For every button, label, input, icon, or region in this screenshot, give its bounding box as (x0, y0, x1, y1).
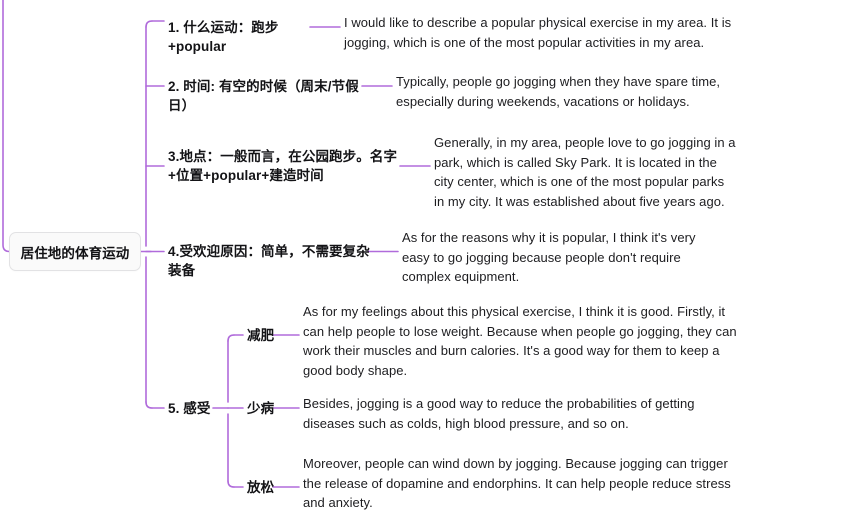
branch-4-detail[interactable]: As for the reasons why it is popular, I … (402, 230, 696, 284)
branch-5-topic[interactable]: 5. 感受 (168, 401, 211, 416)
branch-2-topic[interactable]: 2. 时间: 有空的时候（周末/节假日） (168, 79, 359, 113)
branch-5-1-topic[interactable]: 减肥 (247, 328, 275, 343)
root-incoming-edge (2, 0, 11, 253)
branch-2-detail[interactable]: Typically, people go jogging when they h… (396, 74, 721, 109)
branch-5-2-topic[interactable]: 少病 (247, 401, 275, 416)
branch-5-3-detail[interactable]: Moreover, people can wind down by joggin… (303, 456, 731, 510)
trunk-corner-top (145, 20, 153, 28)
branch-5-2-detail[interactable]: Besides, jogging is a good way to reduce… (303, 396, 695, 431)
root-node[interactable]: 居住地的体育运动 (9, 232, 141, 271)
subtrunk-corner-top (227, 334, 235, 342)
branch-1-topic[interactable]: 1. 什么运动：跑步+popular (168, 20, 279, 54)
branch-5-3-topic[interactable]: 放松 (247, 480, 275, 495)
branch-1-detail[interactable]: I would like to describe a popular physi… (344, 15, 732, 50)
trunk-corner-bottom (145, 401, 153, 409)
branch-3-topic[interactable]: 3.地点：一般而言，在公园跑步。名字+位置+popular+建造时间 (168, 149, 398, 183)
root-node-label: 居住地的体育运动 (20, 245, 130, 261)
subtrunk-corner-bottom (227, 480, 235, 488)
branch-4-topic[interactable]: 4.受欢迎原因：简单，不需要复杂装备 (168, 244, 370, 278)
branch-3-detail[interactable]: Generally, in my area, people love to go… (434, 135, 736, 209)
mindmap-canvas: 居住地的体育运动 1. 什么运动：跑步+popular I would like… (2, 0, 737, 510)
branch-5-1-detail[interactable]: As for my feelings about this physical e… (303, 304, 737, 378)
